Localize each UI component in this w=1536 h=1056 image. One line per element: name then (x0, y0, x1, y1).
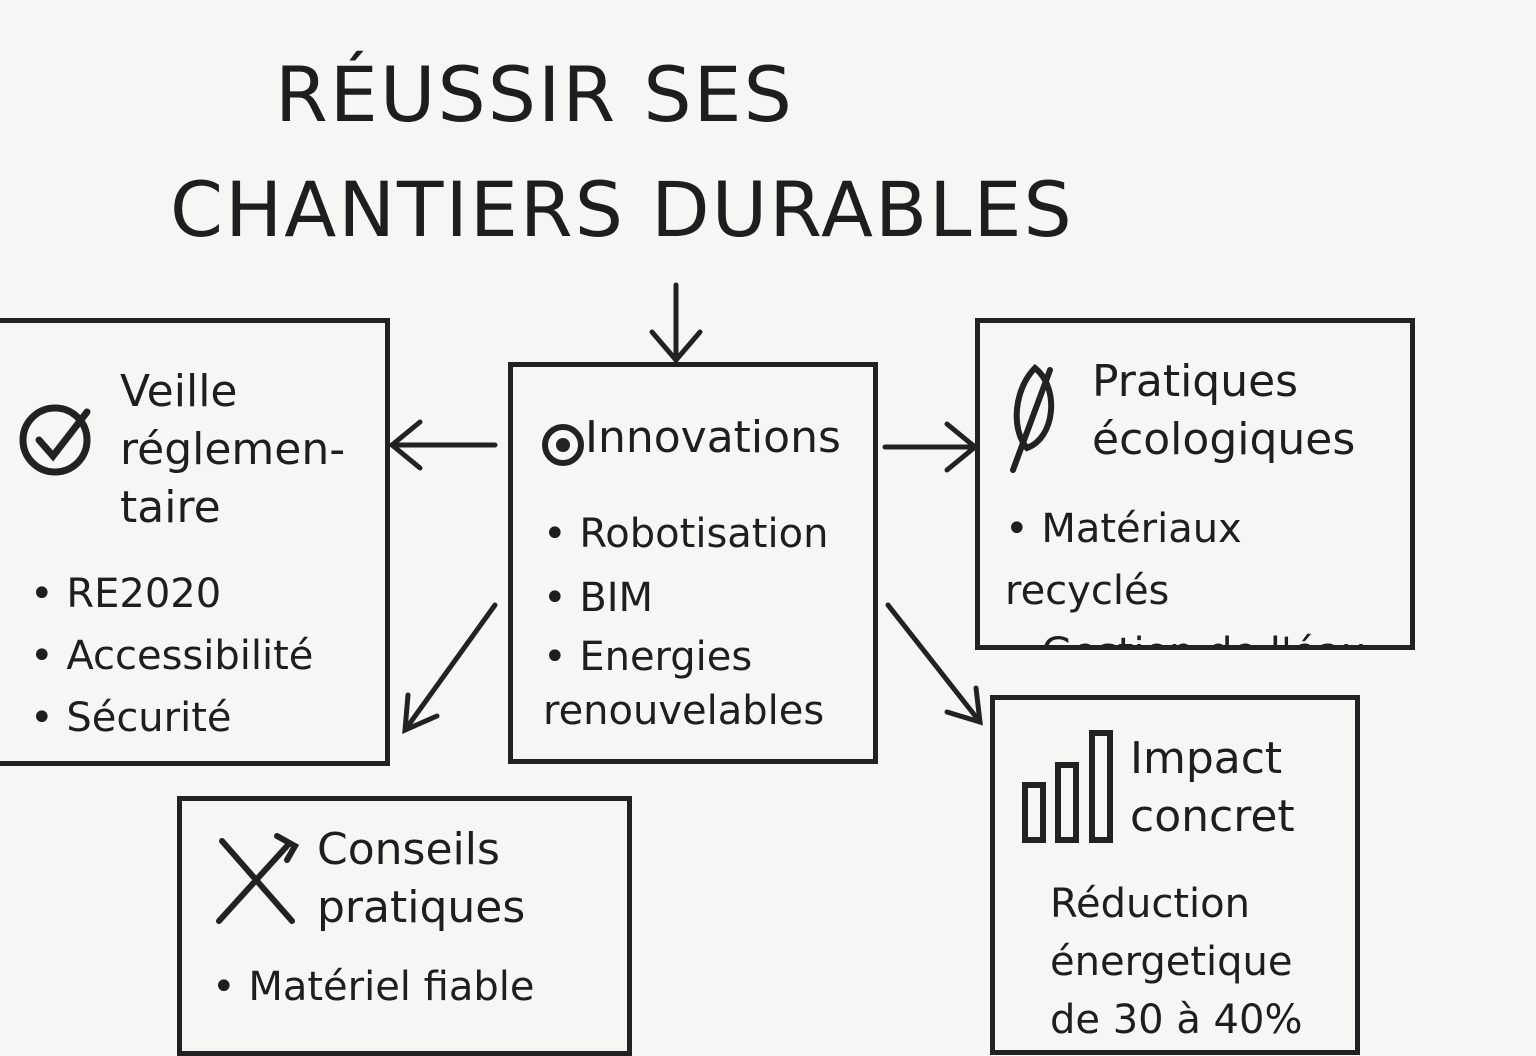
conseils-heading: Conseils pratiques (317, 824, 526, 933)
bar-chart-icon (1022, 730, 1113, 843)
title-line-1: RÉUSSIR SES (275, 50, 794, 139)
list-item: Gestion de l'éau (1005, 622, 1410, 645)
connector-arrows (388, 282, 983, 734)
arrow-to-conseils (402, 602, 498, 734)
veille-heading: Veille réglemen- taire (120, 366, 346, 533)
innovations-list: Robotisation BIM Energies renouvelables (543, 502, 863, 738)
list-item: BIM (543, 566, 863, 630)
innovations-heading: Innovations (585, 412, 841, 463)
arrow-to-pratiques (882, 421, 979, 473)
tools-icon (216, 833, 300, 924)
arrow-to-veille (388, 419, 498, 471)
list-item: Robotisation (543, 502, 863, 566)
conseils-list: Matériel fiable (212, 956, 534, 1018)
list-item: Energies renouvelables (543, 630, 863, 738)
arrow-title-to-innovations (649, 282, 703, 364)
box-impact: Impact concret Réduction énergetique de … (990, 695, 1360, 1055)
lightbulb-icon (542, 424, 584, 466)
box-pratiques: Pratiques écologiques Matériaux recyclés… (975, 318, 1415, 650)
veille-list: RE2020 Accessibilité Sécurité (30, 563, 313, 749)
list-item: Accessibilité (30, 625, 313, 687)
leaf-icon (1010, 363, 1055, 473)
pratiques-list: Matériaux recyclés Gestion de l'éau (1005, 498, 1410, 645)
arrow-to-impact (885, 602, 983, 726)
impact-heading: Impact concret (1130, 733, 1295, 842)
impact-text: Réduction énergetique de 30 à 40% (1050, 881, 1303, 1043)
title-line-2: CHANTIERS DURABLES (170, 165, 1074, 254)
list-item: RE2020 (30, 563, 313, 625)
box-innovations: Innovations Robotisation BIM Energies re… (508, 362, 878, 764)
list-item: Sécurité (30, 687, 313, 749)
list-item: Matériel fiable (212, 956, 534, 1018)
box-veille: Veille réglemen- taire RE2020 Accessibil… (0, 318, 390, 766)
pratiques-heading: Pratiques écologiques (1092, 356, 1356, 465)
box-conseils: Conseils pratiques Matériel fiable (177, 796, 632, 1056)
list-item: Matériaux recyclés (1005, 498, 1410, 622)
check-circle-icon (19, 404, 91, 476)
